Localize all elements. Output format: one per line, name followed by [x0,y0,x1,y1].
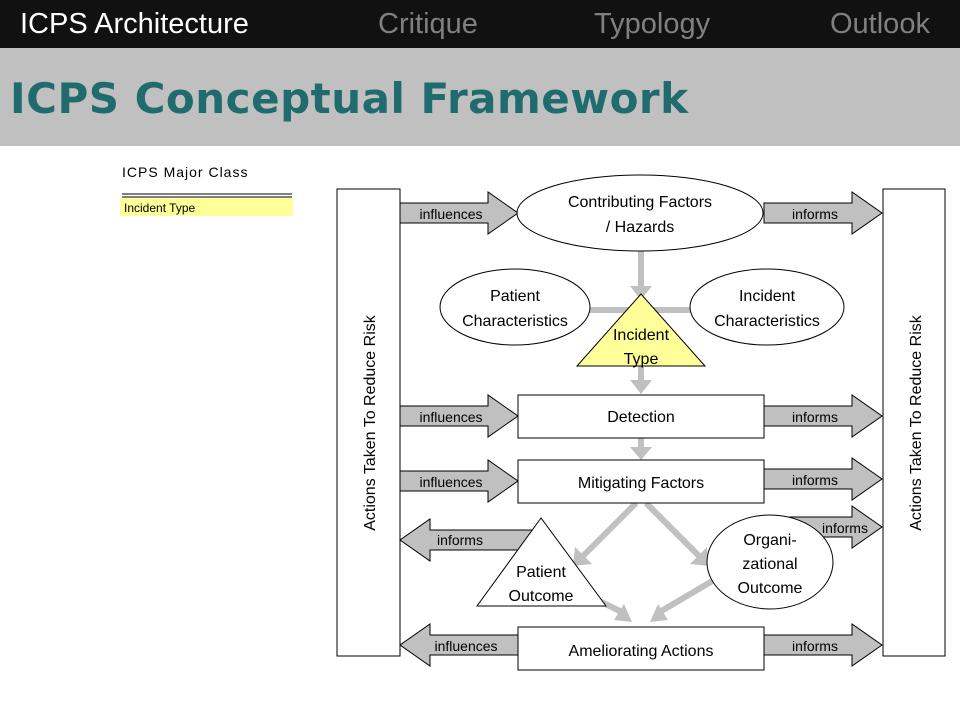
title-bar: ICPS Conceptual Framework [0,48,960,146]
influences-arrow [399,394,519,438]
connector-arrowhead [690,547,709,566]
connector-arrowhead [650,604,668,622]
contributing-factors-label: / Hazards [606,219,674,236]
incident-type-label: Type [624,351,659,368]
informs-arrow-label: informs [792,409,838,425]
connector-line [656,577,716,616]
ameliorating-actions-label: Ameliorating Actions [569,643,714,660]
organizational-outcome-label: zational [742,556,797,573]
patient-characteristics-label: Characteristics [462,313,568,330]
legend-heading: ICPS Major Class [122,164,248,180]
legend-incident-type-swatch [120,198,293,216]
connector-arrowhead [630,286,652,300]
connector-line [643,500,702,559]
nav-outlook[interactable]: Outlook [830,8,930,40]
patient-characteristics-node [439,268,591,346]
influences-arrow [399,459,519,503]
connector-line [580,500,639,559]
nav-typology[interactable]: Typology [594,8,711,40]
influences-left-arrow [399,623,519,667]
left-risk-bar [336,188,401,657]
influences-arrow-label: influences [419,206,482,222]
legend-item-label: Incident Type [124,201,195,215]
influences-arrow-label: influences [419,409,482,425]
nav-critique[interactable]: Critique [378,8,478,40]
patient-characteristics-label: Patient [490,288,540,305]
mitigating-factors-label: Mitigating Factors [578,475,704,492]
incident-characteristics-label: Characteristics [714,313,820,330]
right-risk-bar [882,188,946,657]
contributing-factors-label: Contributing Factors [568,194,712,211]
organizational-outcome-label: Organi- [743,532,796,549]
connector-arrowhead [630,447,652,460]
informs-arrow-label: informs [822,520,868,536]
influences-arrow-label: influences [419,474,482,490]
organizational-outcome-node [706,514,834,610]
patient-outcome-node [476,517,607,607]
informs-arrow-label: informs [792,472,838,488]
informs-arrow-label: informs [792,638,838,654]
connector-arrowhead [630,380,652,394]
connector-arrowhead [614,604,632,622]
incident-type-node [575,293,707,367]
top-navigation: ICPS Architecture Critique Typology Outl… [0,0,960,48]
informs-arrow-label: informs [792,206,838,222]
detection-label: Detection [607,409,675,426]
incident-type-label: Incident [613,327,670,344]
influences-arrow [399,191,519,235]
right-risk-bar-label: Actions Taken To Reduce Risk [908,314,925,531]
page-title: ICPS Conceptual Framework [10,74,689,123]
informs-arrow [763,394,883,438]
informs-left-arrow-label: informs [437,532,483,548]
informs-arrow [763,457,883,501]
incident-characteristics-node [689,268,845,346]
incident-characteristics-label: Incident [739,288,796,305]
left-risk-bar-label: Actions Taken To Reduce Risk [362,314,379,531]
contributing-factors-node [516,174,764,252]
influences-left-arrow-label: influences [434,638,497,654]
mitigating-factors-node [517,459,765,504]
informs-arrow [763,623,883,667]
detection-node [517,394,765,439]
nav-icps-architecture[interactable]: ICPS Architecture [20,8,249,40]
connector-arrowhead [573,547,592,566]
ameliorating-actions-node [517,626,765,671]
patient-outcome-label: Outcome [509,588,574,605]
organizational-outcome-label: Outcome [738,580,803,597]
informs-arrow [763,191,883,235]
patient-outcome-label: Patient [516,564,566,581]
